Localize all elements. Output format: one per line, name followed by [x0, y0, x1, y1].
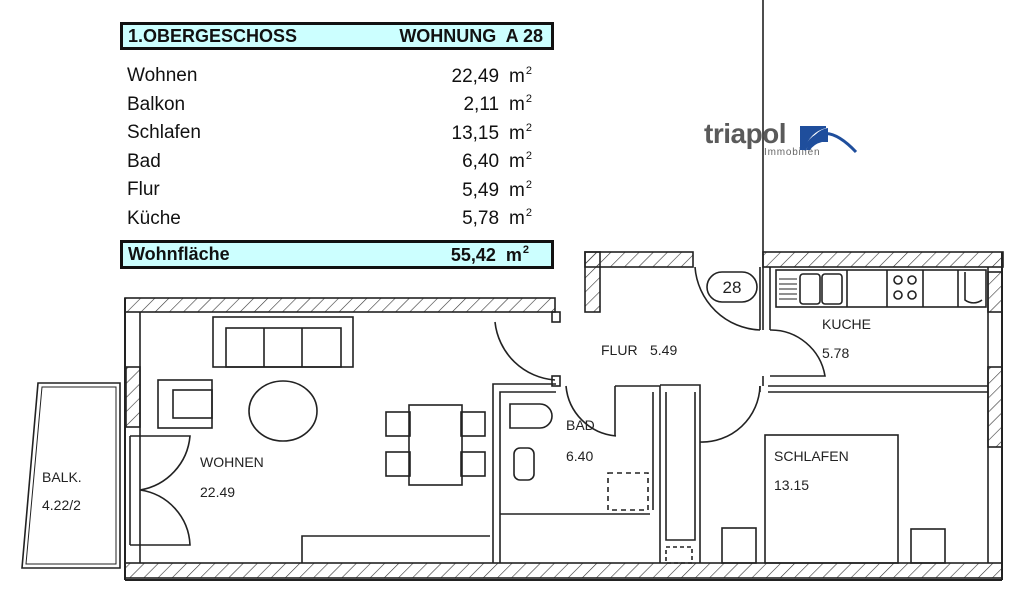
room-label-wohnen: WOHNEN — [200, 454, 264, 470]
sink — [513, 447, 535, 481]
logo-subtitle: Immobilien — [764, 147, 821, 158]
wall-entry-top — [584, 251, 694, 268]
room-area-wohnen: 22.49 — [200, 484, 235, 500]
wall-right-pier-top — [987, 271, 1003, 313]
room-area-bad: 6.40 — [566, 448, 593, 464]
coffee-table — [248, 380, 318, 442]
apartment-number: 28 — [723, 278, 742, 297]
total-value: 55,42 — [450, 244, 496, 265]
triapol-logo: triapol Immobilien — [704, 118, 864, 158]
shower — [607, 472, 649, 511]
logo-arc-icon — [800, 126, 858, 154]
area-value: 6,40 — [462, 151, 500, 173]
area-room: Bad — [127, 150, 161, 172]
wall-top-left — [124, 297, 556, 313]
area-value: 22,49 — [451, 65, 500, 87]
balcony — [21, 382, 121, 569]
armchair — [157, 379, 213, 429]
stove — [893, 275, 917, 300]
area-value: 2,11 — [463, 94, 500, 116]
room-area-flur: 5.49 — [650, 342, 677, 358]
room-label-kueche: KUCHE — [822, 316, 871, 332]
area-value: 5,49 — [462, 179, 500, 201]
toilet — [509, 403, 553, 429]
floor-label: 1.OBERGESCHOSS — [128, 25, 298, 46]
wall-left-pier — [125, 366, 141, 428]
room-label-balkon: BALK. — [42, 469, 82, 485]
area-value: 13,15 — [451, 122, 500, 144]
logo-wordmark: triapol — [704, 118, 787, 149]
sofa — [212, 316, 354, 368]
room-label-flur: FLUR — [601, 342, 638, 358]
unit-label: WOHNUNG A 28 — [399, 25, 543, 46]
wall-top-right — [762, 251, 1004, 268]
area-room: Balkon — [127, 93, 186, 115]
wall-bottom — [124, 562, 1003, 579]
room-area-kueche: 5.78 — [822, 345, 849, 361]
room-label-bad: BAD — [566, 417, 595, 433]
wall-right-pier-mid — [987, 366, 1003, 448]
kitchen-counter — [775, 269, 987, 308]
room-label-schlafen: SCHLAFEN — [774, 448, 849, 464]
area-room: Küche — [127, 207, 181, 229]
apartment-number-badge — [706, 271, 758, 303]
total-label: Wohnfläche — [128, 244, 230, 264]
floor-header: 1.OBERGESCHOSS WOHNUNG A 28 — [120, 22, 554, 50]
area-room: Schlafen — [127, 122, 201, 144]
area-value: 5,78 — [462, 208, 500, 230]
dining-table — [408, 404, 463, 486]
room-area-balkon: 4.22/2 — [42, 497, 81, 513]
bed — [764, 434, 899, 564]
room-area-schlafen: 13.15 — [774, 477, 809, 493]
area-room: Wohnen — [127, 65, 198, 87]
area-room: Flur — [127, 179, 160, 201]
